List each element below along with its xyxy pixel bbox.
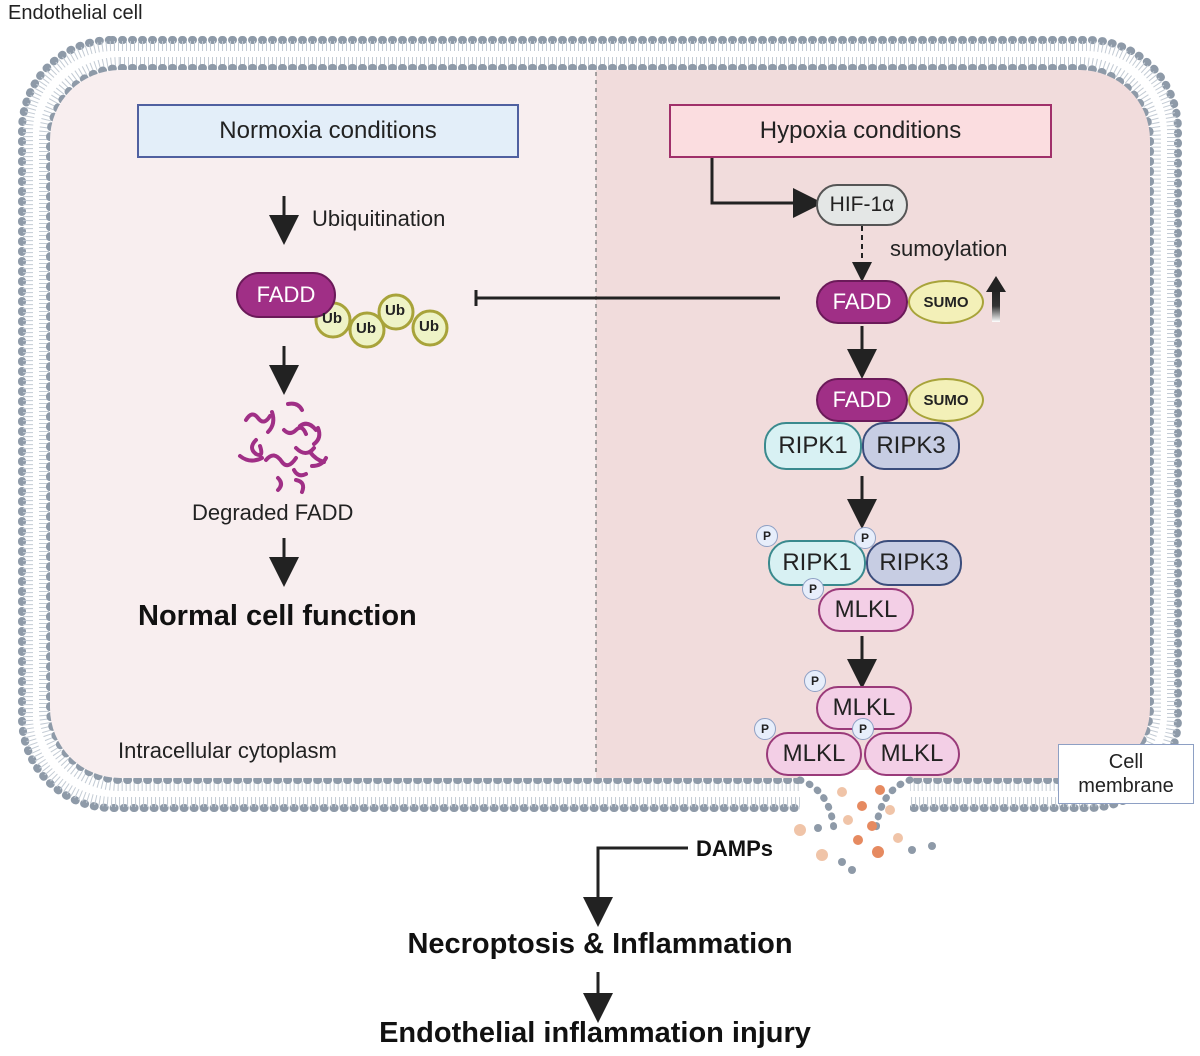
complex-ripk1: RIPK1 bbox=[764, 422, 862, 470]
normoxia-title-box: Normoxia conditions bbox=[137, 104, 519, 158]
fadd-sumoylated: FADD bbox=[816, 280, 908, 324]
complex-fadd: FADD bbox=[816, 378, 908, 422]
phospho-mlkl-left-icon: P bbox=[754, 718, 776, 740]
injury-label: Endothelial inflammation injury bbox=[379, 1017, 811, 1049]
hypoxia-title-box: Hypoxia conditions bbox=[669, 104, 1052, 158]
normal-cell-function-label: Normal cell function bbox=[138, 600, 417, 632]
cytoplasm bbox=[50, 70, 1150, 778]
increase-arrow-icon bbox=[986, 276, 1006, 322]
fadd-ubiquitinated: FADD bbox=[236, 272, 336, 318]
hif-1a-node: HIF-1α bbox=[816, 184, 908, 226]
complex-sumo: SUMO bbox=[908, 378, 984, 422]
cell-membrane-label: Cell membrane bbox=[1058, 744, 1194, 804]
damps-label: DAMPs bbox=[696, 836, 774, 861]
p-ripk1: RIPK1 bbox=[768, 540, 866, 586]
arrow-to-hif bbox=[710, 158, 823, 218]
mlkl-oligomer-right: MLKL bbox=[864, 732, 960, 776]
cytoplasm-label: Intracellular cytoplasm bbox=[118, 738, 337, 763]
cell-membrane-label-line1: Cell bbox=[1108, 751, 1144, 773]
ub-label-4: Ub bbox=[419, 318, 439, 335]
complex-ripk3: RIPK3 bbox=[862, 422, 960, 470]
ubiquitination-label: Ubiquitination bbox=[312, 206, 446, 231]
p-ripk3: RIPK3 bbox=[866, 540, 962, 586]
sumoylation-label: sumoylation bbox=[890, 236, 1008, 261]
necroptosis-label: Necroptosis & Inflammation bbox=[407, 928, 793, 960]
ub-label-2: Ub bbox=[356, 320, 376, 337]
arrow-to-necroptosis bbox=[583, 846, 688, 927]
membrane-rupture bbox=[794, 770, 936, 874]
phospho-ripk1-icon: P bbox=[756, 525, 778, 547]
ub-label-3: Ub bbox=[385, 302, 405, 319]
degraded-fadd-icon bbox=[238, 401, 328, 494]
phospho-ripk3-icon: P bbox=[854, 527, 876, 549]
degraded-fadd-label: Degraded FADD bbox=[192, 500, 354, 525]
mlkl-oligomer-left: MLKL bbox=[766, 732, 862, 776]
sumo-tag: SUMO bbox=[908, 280, 984, 324]
phospho-mlkl-right-icon: P bbox=[852, 718, 874, 740]
phospho-mlkl-top-icon: P bbox=[804, 670, 826, 692]
phospho-mlkl-icon: P bbox=[802, 578, 824, 600]
cell-title: Endothelial cell bbox=[8, 2, 143, 24]
p-mlkl: MLKL bbox=[818, 588, 914, 632]
ub-label-1: Ub bbox=[322, 310, 342, 327]
cell-membrane-label-line2: membrane bbox=[1078, 775, 1174, 797]
